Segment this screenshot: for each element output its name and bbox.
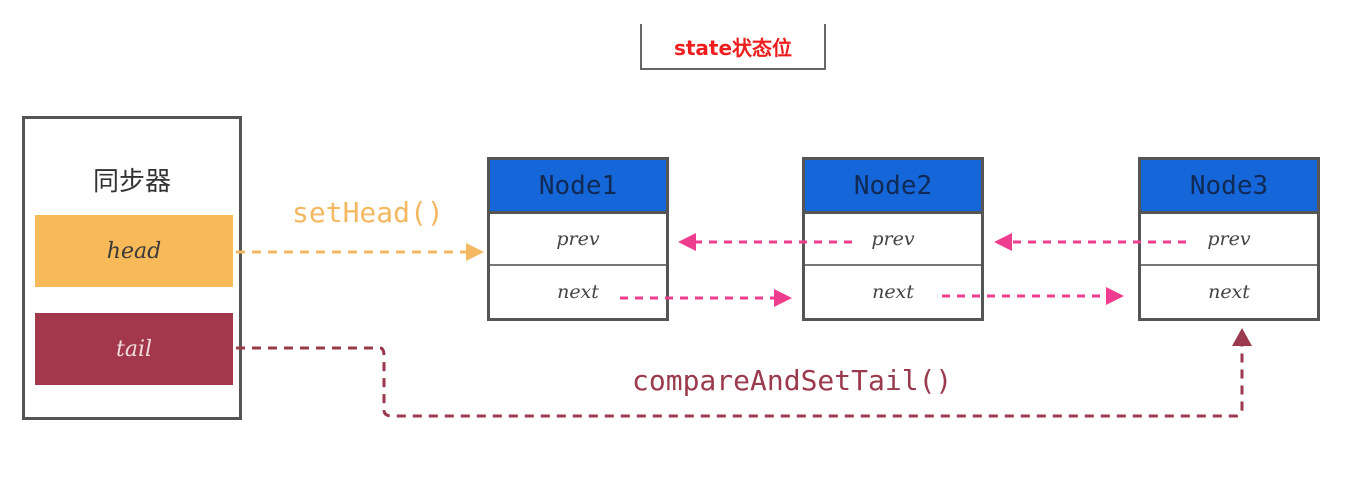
- tail-field: tail: [35, 313, 233, 385]
- node-3-title: Node3: [1141, 160, 1317, 214]
- node-2: Node2 prev next: [802, 157, 984, 321]
- state-box: state状态位: [640, 24, 826, 70]
- synchronizer-box: 同步器 head tail: [22, 116, 242, 420]
- node-1: Node1 prev next: [487, 157, 669, 321]
- node-2-next: next: [872, 281, 914, 303]
- node-1-prev: prev: [490, 214, 666, 266]
- node-1-next: next: [557, 281, 599, 303]
- node-2-prev: prev: [805, 214, 981, 266]
- node-2-title: Node2: [805, 160, 981, 214]
- node-3: Node3 prev next: [1138, 157, 1320, 321]
- state-label: state状态位: [673, 35, 793, 60]
- set-head-label: setHead(): [292, 196, 444, 229]
- head-field: head: [35, 215, 233, 287]
- node-3-prev: prev: [1141, 214, 1317, 266]
- node-3-next: next: [1208, 281, 1250, 303]
- head-label: head: [106, 238, 162, 264]
- compare-and-set-tail-label: compareAndSetTail(): [632, 364, 953, 397]
- set-head-arrow: [236, 243, 484, 261]
- node-1-title: Node1: [490, 160, 666, 214]
- tail-label: tail: [115, 336, 153, 362]
- synchronizer-title: 同步器: [92, 167, 171, 197]
